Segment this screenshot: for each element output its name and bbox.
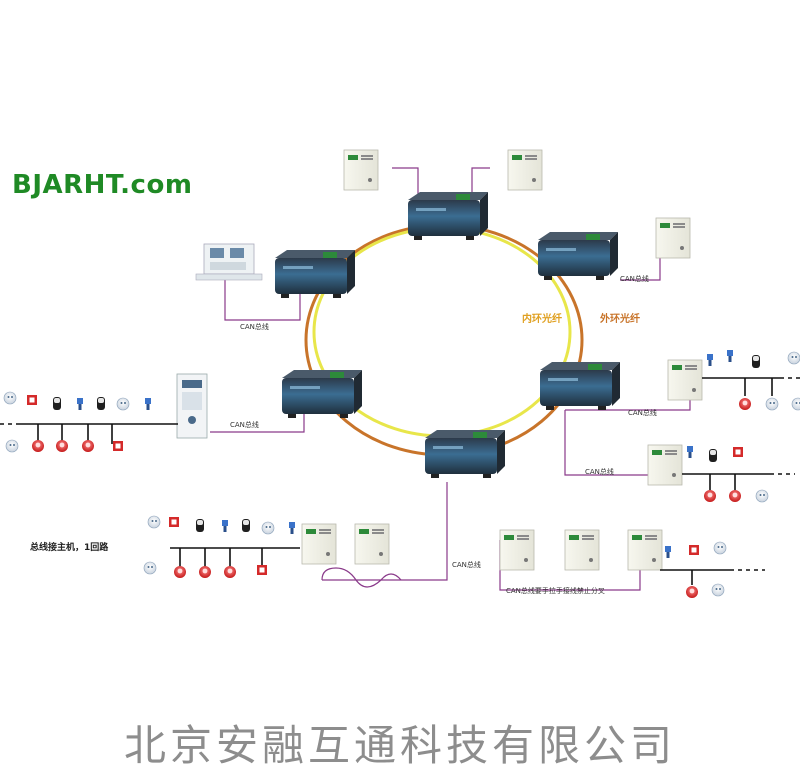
workstation-console xyxy=(195,243,263,281)
branch-note: 总线接主机，1回路 xyxy=(30,543,109,553)
main-host-cabinet xyxy=(176,373,208,439)
company-name: 北京安融互通科技有限公司 xyxy=(123,721,676,770)
can-bus-label: CAN总线 xyxy=(240,323,269,331)
ring-device-top xyxy=(408,192,488,240)
can-bus-long-label: CAN总线要手拉手接线禁止分叉 xyxy=(506,587,605,595)
ring-device-bottom xyxy=(425,430,505,478)
ring-device-upper-right xyxy=(538,232,618,280)
can-bus-label: CAN总线 xyxy=(628,409,657,417)
control-panel xyxy=(499,529,535,571)
control-panel xyxy=(647,444,683,486)
control-panel xyxy=(301,523,337,565)
can-bus-label: CAN总线 xyxy=(585,468,614,476)
control-panel xyxy=(354,523,390,565)
ring-device-upper-left xyxy=(275,250,355,298)
control-panel xyxy=(564,529,600,571)
control-panel xyxy=(507,149,543,191)
control-panel xyxy=(667,359,703,401)
control-panel xyxy=(343,149,379,191)
can-bus-label: CAN总线 xyxy=(230,421,259,429)
control-panel xyxy=(655,217,691,259)
right-middle-bus xyxy=(682,473,770,490)
logo-text: BJARHT.com xyxy=(12,170,193,200)
middle-left-bus xyxy=(170,547,300,570)
ring-device-right xyxy=(540,362,620,410)
ring-device-left xyxy=(282,370,362,418)
can-bus-label: CAN总线 xyxy=(452,561,481,569)
right-lower-bus xyxy=(660,569,730,585)
right-upper-bus xyxy=(702,377,780,396)
inner-ring-label: 内环光纤 xyxy=(522,314,562,325)
left-bus xyxy=(20,423,178,444)
can-bus-label: CAN总线 xyxy=(620,275,649,283)
outer-ring-label: 外环光纤 xyxy=(600,314,640,325)
control-panel xyxy=(627,529,663,571)
